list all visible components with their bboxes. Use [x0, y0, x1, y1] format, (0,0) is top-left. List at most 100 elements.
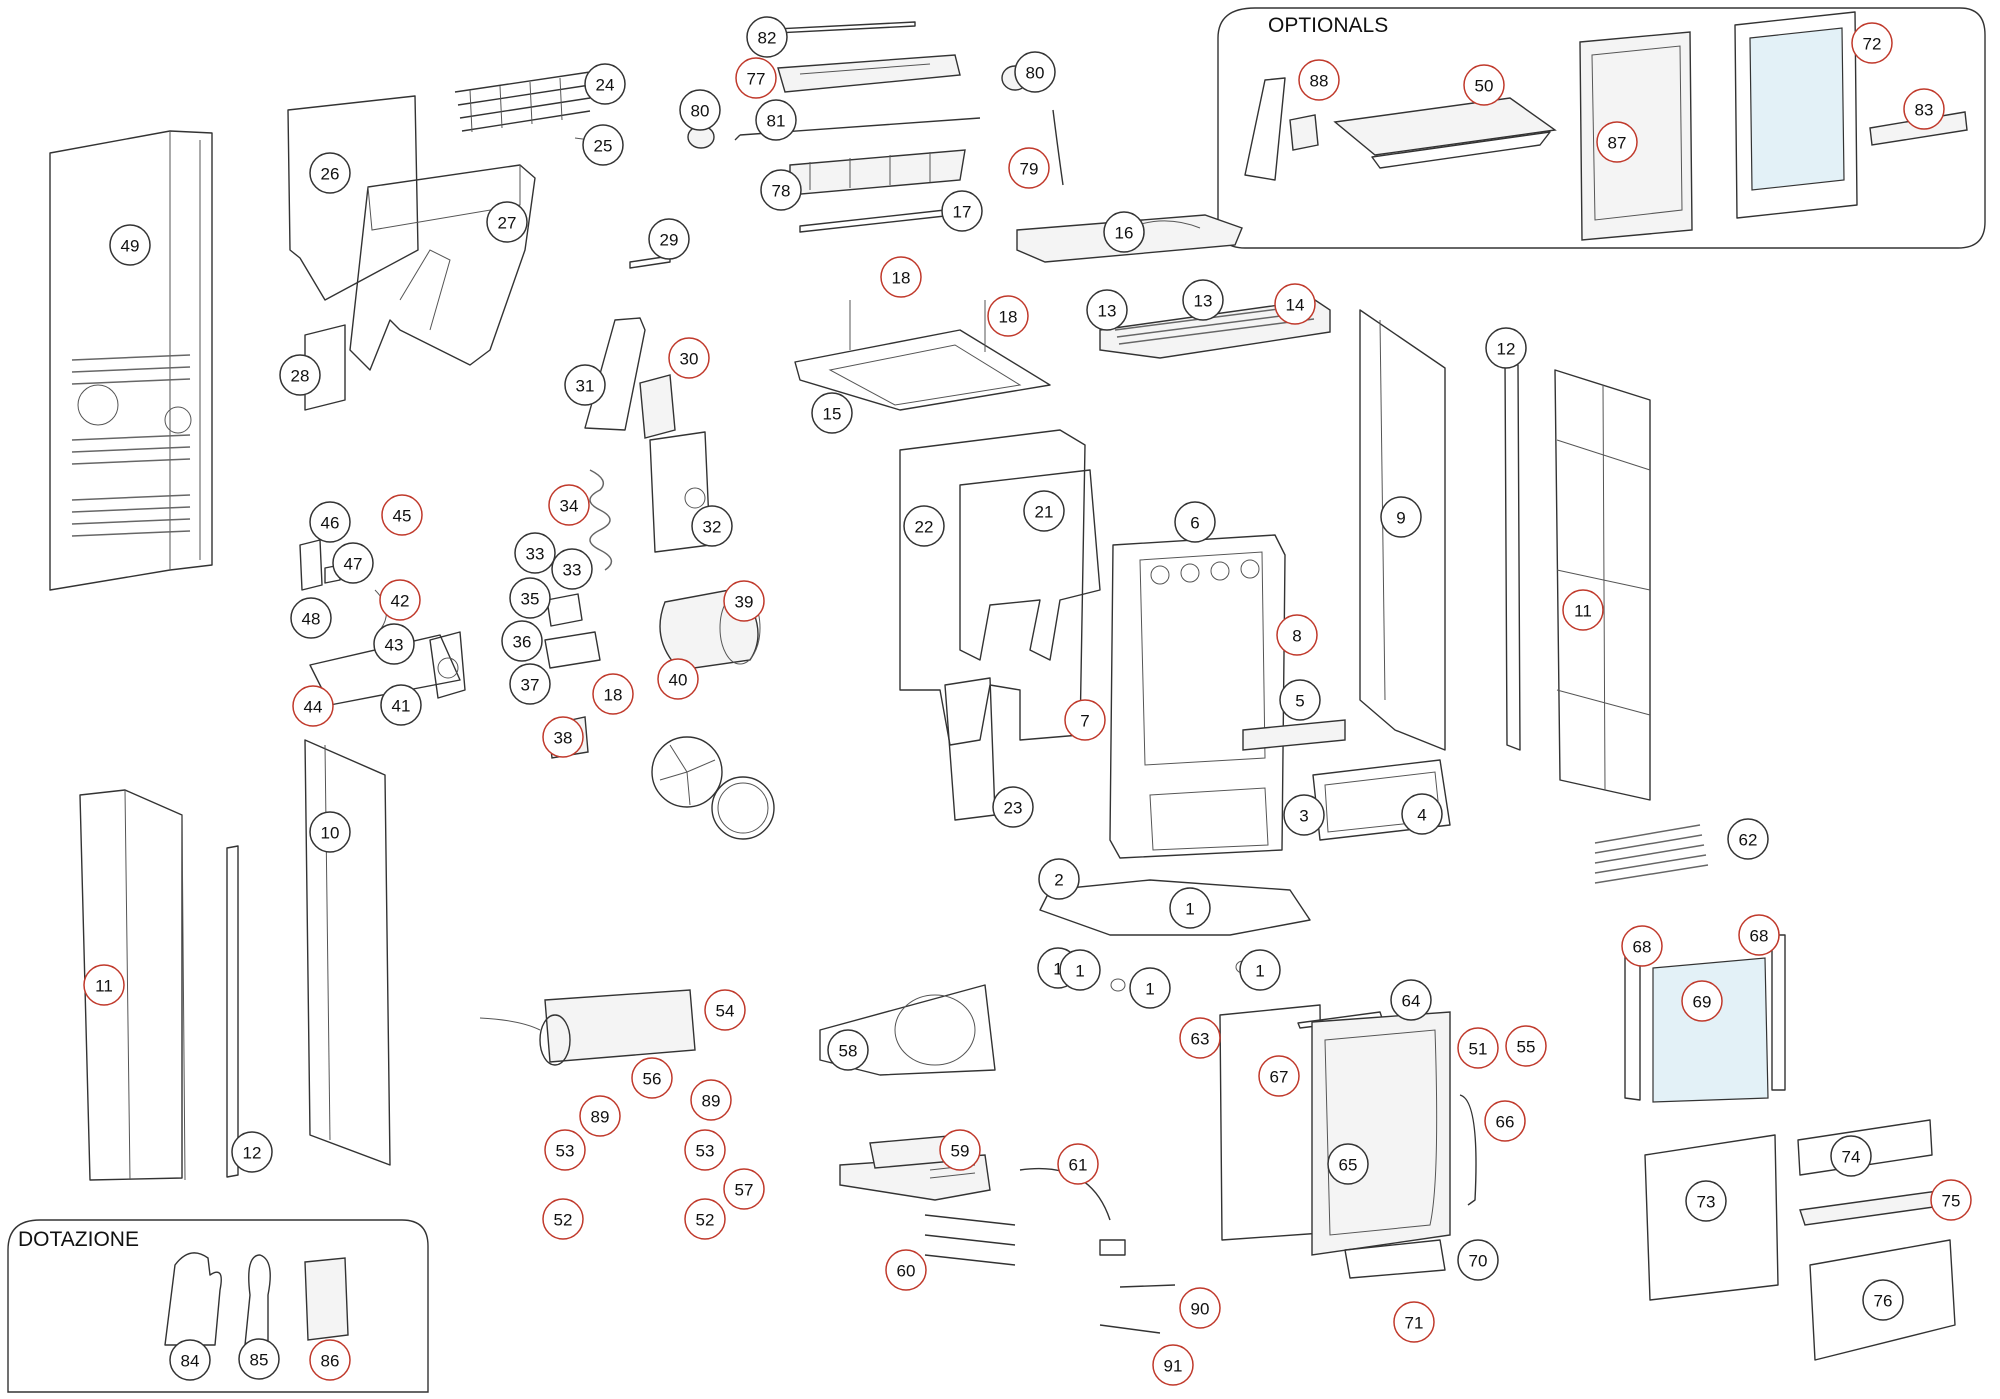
- callout-74: 74: [1830, 1135, 1872, 1177]
- callout-ring: [592, 673, 634, 715]
- callout-ring: [1057, 1143, 1099, 1185]
- dotazione-parts: [164, 1252, 349, 1346]
- callout-number: 25: [594, 137, 613, 156]
- callout-ring: [83, 964, 125, 1006]
- callout-number: 26: [321, 165, 340, 184]
- callout-54: 54: [704, 989, 746, 1031]
- callout-number: 89: [591, 1108, 610, 1127]
- callout-84: 84: [169, 1339, 211, 1381]
- callout-80: 80: [679, 89, 721, 131]
- callout-number: 87: [1608, 134, 1627, 153]
- callout-63: 63: [1179, 1017, 1221, 1059]
- callout-number: 1: [1255, 962, 1264, 981]
- callout-83: 83: [1903, 88, 1945, 130]
- callout-13: 13: [1182, 279, 1224, 321]
- callout-number: 47: [344, 555, 363, 574]
- callout-number: 76: [1874, 1292, 1893, 1311]
- callout-60: 60: [885, 1249, 927, 1291]
- callout-ring: [1862, 1279, 1904, 1321]
- callout-ring: [279, 354, 321, 396]
- dotazione-title: DOTAZIONE: [18, 1228, 139, 1251]
- callout-59: 59: [939, 1129, 981, 1171]
- callout-21: 21: [1023, 490, 1065, 532]
- callout-ring: [1023, 490, 1065, 532]
- callout-ring: [690, 1079, 732, 1121]
- callout-ring: [486, 201, 528, 243]
- callout-29: 29: [648, 218, 690, 260]
- callout-ring: [564, 364, 606, 406]
- callout-77: 77: [735, 57, 777, 99]
- callout-41: 41: [380, 684, 422, 726]
- callout-number: 17: [953, 203, 972, 222]
- callout-ring: [827, 1029, 869, 1071]
- callout-number: 66: [1496, 1113, 1515, 1132]
- callout-ring: [1457, 1027, 1499, 1069]
- callout-ring: [1738, 914, 1780, 956]
- callout-69: 69: [1681, 980, 1723, 1022]
- callout-number: 42: [391, 592, 410, 611]
- callout-81: 81: [755, 99, 797, 141]
- callout-91: 91: [1152, 1344, 1194, 1386]
- callout-53: 53: [684, 1129, 726, 1171]
- callout-ring: [1685, 1180, 1727, 1222]
- callout-ring: [292, 685, 334, 727]
- callout-58: 58: [827, 1029, 869, 1071]
- callout-number: 30: [680, 350, 699, 369]
- callout-ring: [684, 1198, 726, 1240]
- callout-number: 68: [1633, 938, 1652, 957]
- callout-89: 89: [579, 1095, 621, 1137]
- callout-26: 26: [309, 152, 351, 194]
- callout-47: 47: [332, 542, 374, 584]
- callout-1: 1: [1239, 949, 1281, 991]
- lower-front-parts: [1644, 1119, 1956, 1361]
- callout-66: 66: [1484, 1100, 1526, 1142]
- callout-1: 1: [1059, 949, 1101, 991]
- callout-8: 8: [1276, 614, 1318, 656]
- dotazione-box: [7, 1219, 429, 1393]
- callout-ring: [579, 1095, 621, 1137]
- callout-number: 77: [747, 70, 766, 89]
- callout-28: 28: [279, 354, 321, 396]
- hopper-parts: [287, 71, 591, 411]
- callout-50: 50: [1463, 64, 1505, 106]
- callout-22: 22: [903, 505, 945, 547]
- callout-ring: [811, 392, 853, 434]
- callout-number: 1: [1053, 960, 1062, 979]
- callout-ring: [582, 124, 624, 166]
- callout-number: 18: [892, 269, 911, 288]
- callout-42: 42: [379, 579, 421, 621]
- callout-number: 41: [392, 697, 411, 716]
- callout-number: 18: [999, 308, 1018, 327]
- callout-number: 12: [1497, 340, 1516, 359]
- callout-number: 31: [576, 377, 595, 396]
- callout-number: 24: [596, 76, 615, 95]
- callout-ring: [379, 579, 421, 621]
- callout-number: 90: [1191, 1300, 1210, 1319]
- callout-ring: [309, 1339, 351, 1381]
- callout-ring: [987, 295, 1029, 337]
- callout-number: 15: [823, 405, 842, 424]
- callout-number: 37: [521, 676, 540, 695]
- callout-ring: [1596, 121, 1638, 163]
- callout-24: 24: [584, 63, 626, 105]
- callout-number: 43: [385, 636, 404, 655]
- callout-number: 83: [1915, 101, 1934, 120]
- callout-ring: [668, 337, 710, 379]
- callout-number: 52: [554, 1211, 573, 1230]
- callout-ring: [1059, 949, 1101, 991]
- callout-ring: [509, 577, 551, 619]
- callout-ring: [1239, 949, 1281, 991]
- callout-52: 52: [684, 1198, 726, 1240]
- callout-number: 62: [1739, 831, 1758, 850]
- callout-ring: [679, 89, 721, 131]
- callout-ring: [1621, 925, 1663, 967]
- callout-number: 68: [1750, 927, 1769, 946]
- callout-number: 32: [703, 518, 722, 537]
- callout-25: 25: [582, 124, 624, 166]
- callout-64: 64: [1390, 979, 1432, 1021]
- callout-ring: [1129, 967, 1171, 1009]
- callout-number: 1: [1145, 980, 1154, 999]
- callout-number: 67: [1270, 1068, 1289, 1087]
- callout-17: 17: [941, 190, 983, 232]
